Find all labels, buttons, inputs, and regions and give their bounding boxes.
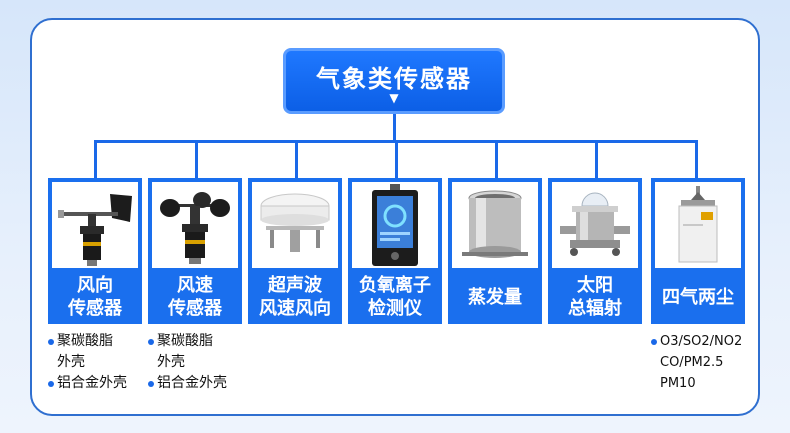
solar-radiation-icon [552, 182, 638, 268]
note-line: PM10 [651, 373, 742, 394]
card-label: 风速 传感器 [148, 270, 242, 324]
title: 气象类传感器 [316, 65, 472, 93]
note-line: O3/SO2/NO2 [651, 331, 742, 352]
card-ion-detector: 负氧离子 检测仪 [348, 178, 442, 324]
bullet-icon [48, 338, 54, 345]
card-wind-speed: 风速 传感器 [148, 178, 242, 324]
anemometer-icon [152, 182, 238, 268]
branch-line-7 [695, 140, 698, 178]
card-label-line: 风向 [77, 275, 113, 296]
card-label-line: 太阳 [577, 275, 613, 296]
card-label: 负氧离子 检测仪 [348, 270, 442, 324]
note-line: CO/PM2.5 [651, 352, 742, 373]
card-wind-direction: 风向 传感器 [48, 178, 142, 324]
down-arrow-icon: ▼ [389, 91, 399, 105]
note-line: 聚碳酸脂 [148, 331, 227, 352]
card-label: 超声波 风速风向 [248, 270, 342, 324]
card-label: 风向 传感器 [48, 270, 142, 324]
note-line: 铝合金外壳 [148, 373, 227, 394]
card-label-line: 风速风向 [259, 298, 331, 319]
note-text: 聚碳酸脂 [157, 333, 213, 349]
branch-line-2 [195, 140, 198, 178]
branch-line-5 [495, 140, 498, 178]
note-text: O3/SO2/NO2 [660, 334, 743, 349]
card-label-line: 传感器 [168, 298, 222, 319]
bullet-icon [148, 338, 154, 345]
note-text: PM10 [660, 376, 696, 391]
notes-card1: 聚碳酸脂 外壳 铝合金外壳 [48, 331, 127, 394]
card-label-line: 蒸发量 [468, 286, 522, 308]
card-solar-radiation: 太阳 总辐射 [548, 178, 642, 324]
card-label-line: 传感器 [68, 298, 122, 319]
bullet-icon [48, 380, 54, 387]
card-label-line: 负氧离子 [359, 275, 431, 296]
evaporation-pan-icon [452, 182, 538, 268]
card-label: 太阳 总辐射 [548, 270, 642, 324]
branch-line-6 [595, 140, 598, 178]
branch-line-4 [395, 140, 398, 178]
branch-line-1 [94, 140, 97, 178]
note-text: 聚碳酸脂 [57, 333, 113, 349]
card-evaporation: 蒸发量 [448, 178, 542, 324]
ion-detector-icon [352, 182, 438, 268]
title-box: 气象类传感器 ▼ [283, 48, 505, 114]
note-text: 外壳 [57, 354, 85, 370]
card-label-line: 风速 [177, 275, 213, 296]
card-label-line: 总辐射 [568, 298, 622, 319]
card-label-line: 四气两尘 [662, 286, 734, 308]
card-label-line: 检测仪 [368, 298, 422, 319]
note-line: 聚碳酸脂 [48, 331, 127, 352]
card-gas-dust: 四气两尘 [651, 178, 745, 324]
ultrasonic-sensor-icon [252, 182, 338, 268]
card-label: 蒸发量 [448, 270, 542, 324]
note-text: 外壳 [157, 354, 185, 370]
notes-card2: 聚碳酸脂 外壳 铝合金外壳 [148, 331, 227, 394]
card-label: 四气两尘 [651, 270, 745, 324]
bullet-icon [148, 380, 154, 387]
gas-dust-box-icon [655, 182, 741, 268]
note-text: CO/PM2.5 [660, 355, 724, 370]
note-line: 外壳 [148, 352, 227, 373]
note-line: 外壳 [48, 352, 127, 373]
note-text: 铝合金外壳 [157, 375, 227, 391]
card-ultrasonic: 超声波 风速风向 [248, 178, 342, 324]
note-text: 铝合金外壳 [57, 375, 127, 391]
trunk-line [393, 114, 396, 142]
bullet-icon [651, 338, 657, 345]
card-label-line: 超声波 [268, 275, 322, 296]
note-line: 铝合金外壳 [48, 373, 127, 394]
notes-card7: O3/SO2/NO2 CO/PM2.5 PM10 [651, 331, 742, 394]
wind-vane-icon [52, 182, 138, 268]
branch-line-3 [295, 140, 298, 178]
